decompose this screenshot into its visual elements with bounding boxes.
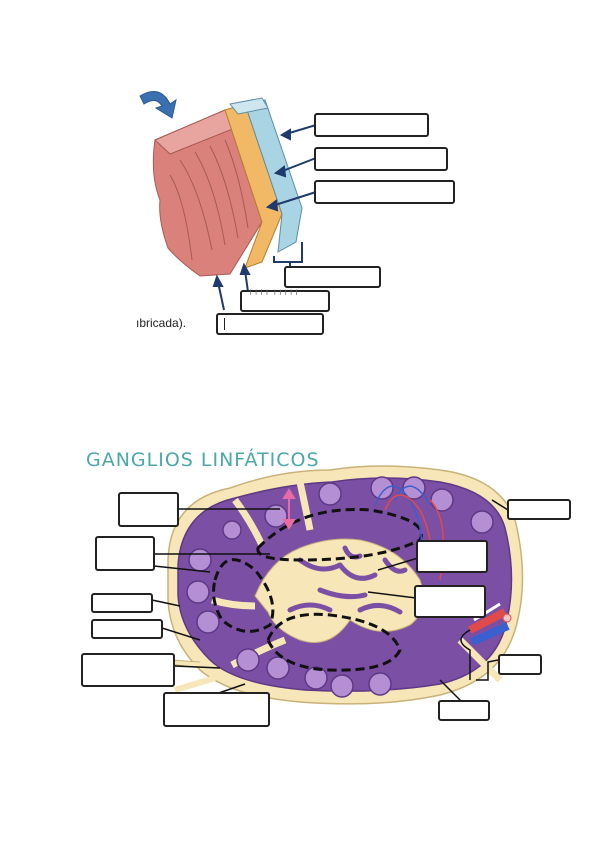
ln-label-box-3[interactable]: [91, 593, 153, 613]
ln-label-box-4[interactable]: [91, 619, 163, 639]
ln-label-box-1[interactable]: [118, 492, 179, 527]
ln-label-box-2[interactable]: [95, 536, 155, 571]
ln-label-box-6[interactable]: [163, 692, 270, 727]
ln-label-box-7[interactable]: [416, 540, 488, 573]
ln-label-box-10[interactable]: [498, 654, 542, 675]
ln-label-box-5[interactable]: [81, 653, 175, 687]
ln-label-box-11[interactable]: [438, 700, 490, 721]
ln-label-box-9[interactable]: [507, 499, 571, 520]
ln-label-box-8[interactable]: [414, 585, 486, 618]
